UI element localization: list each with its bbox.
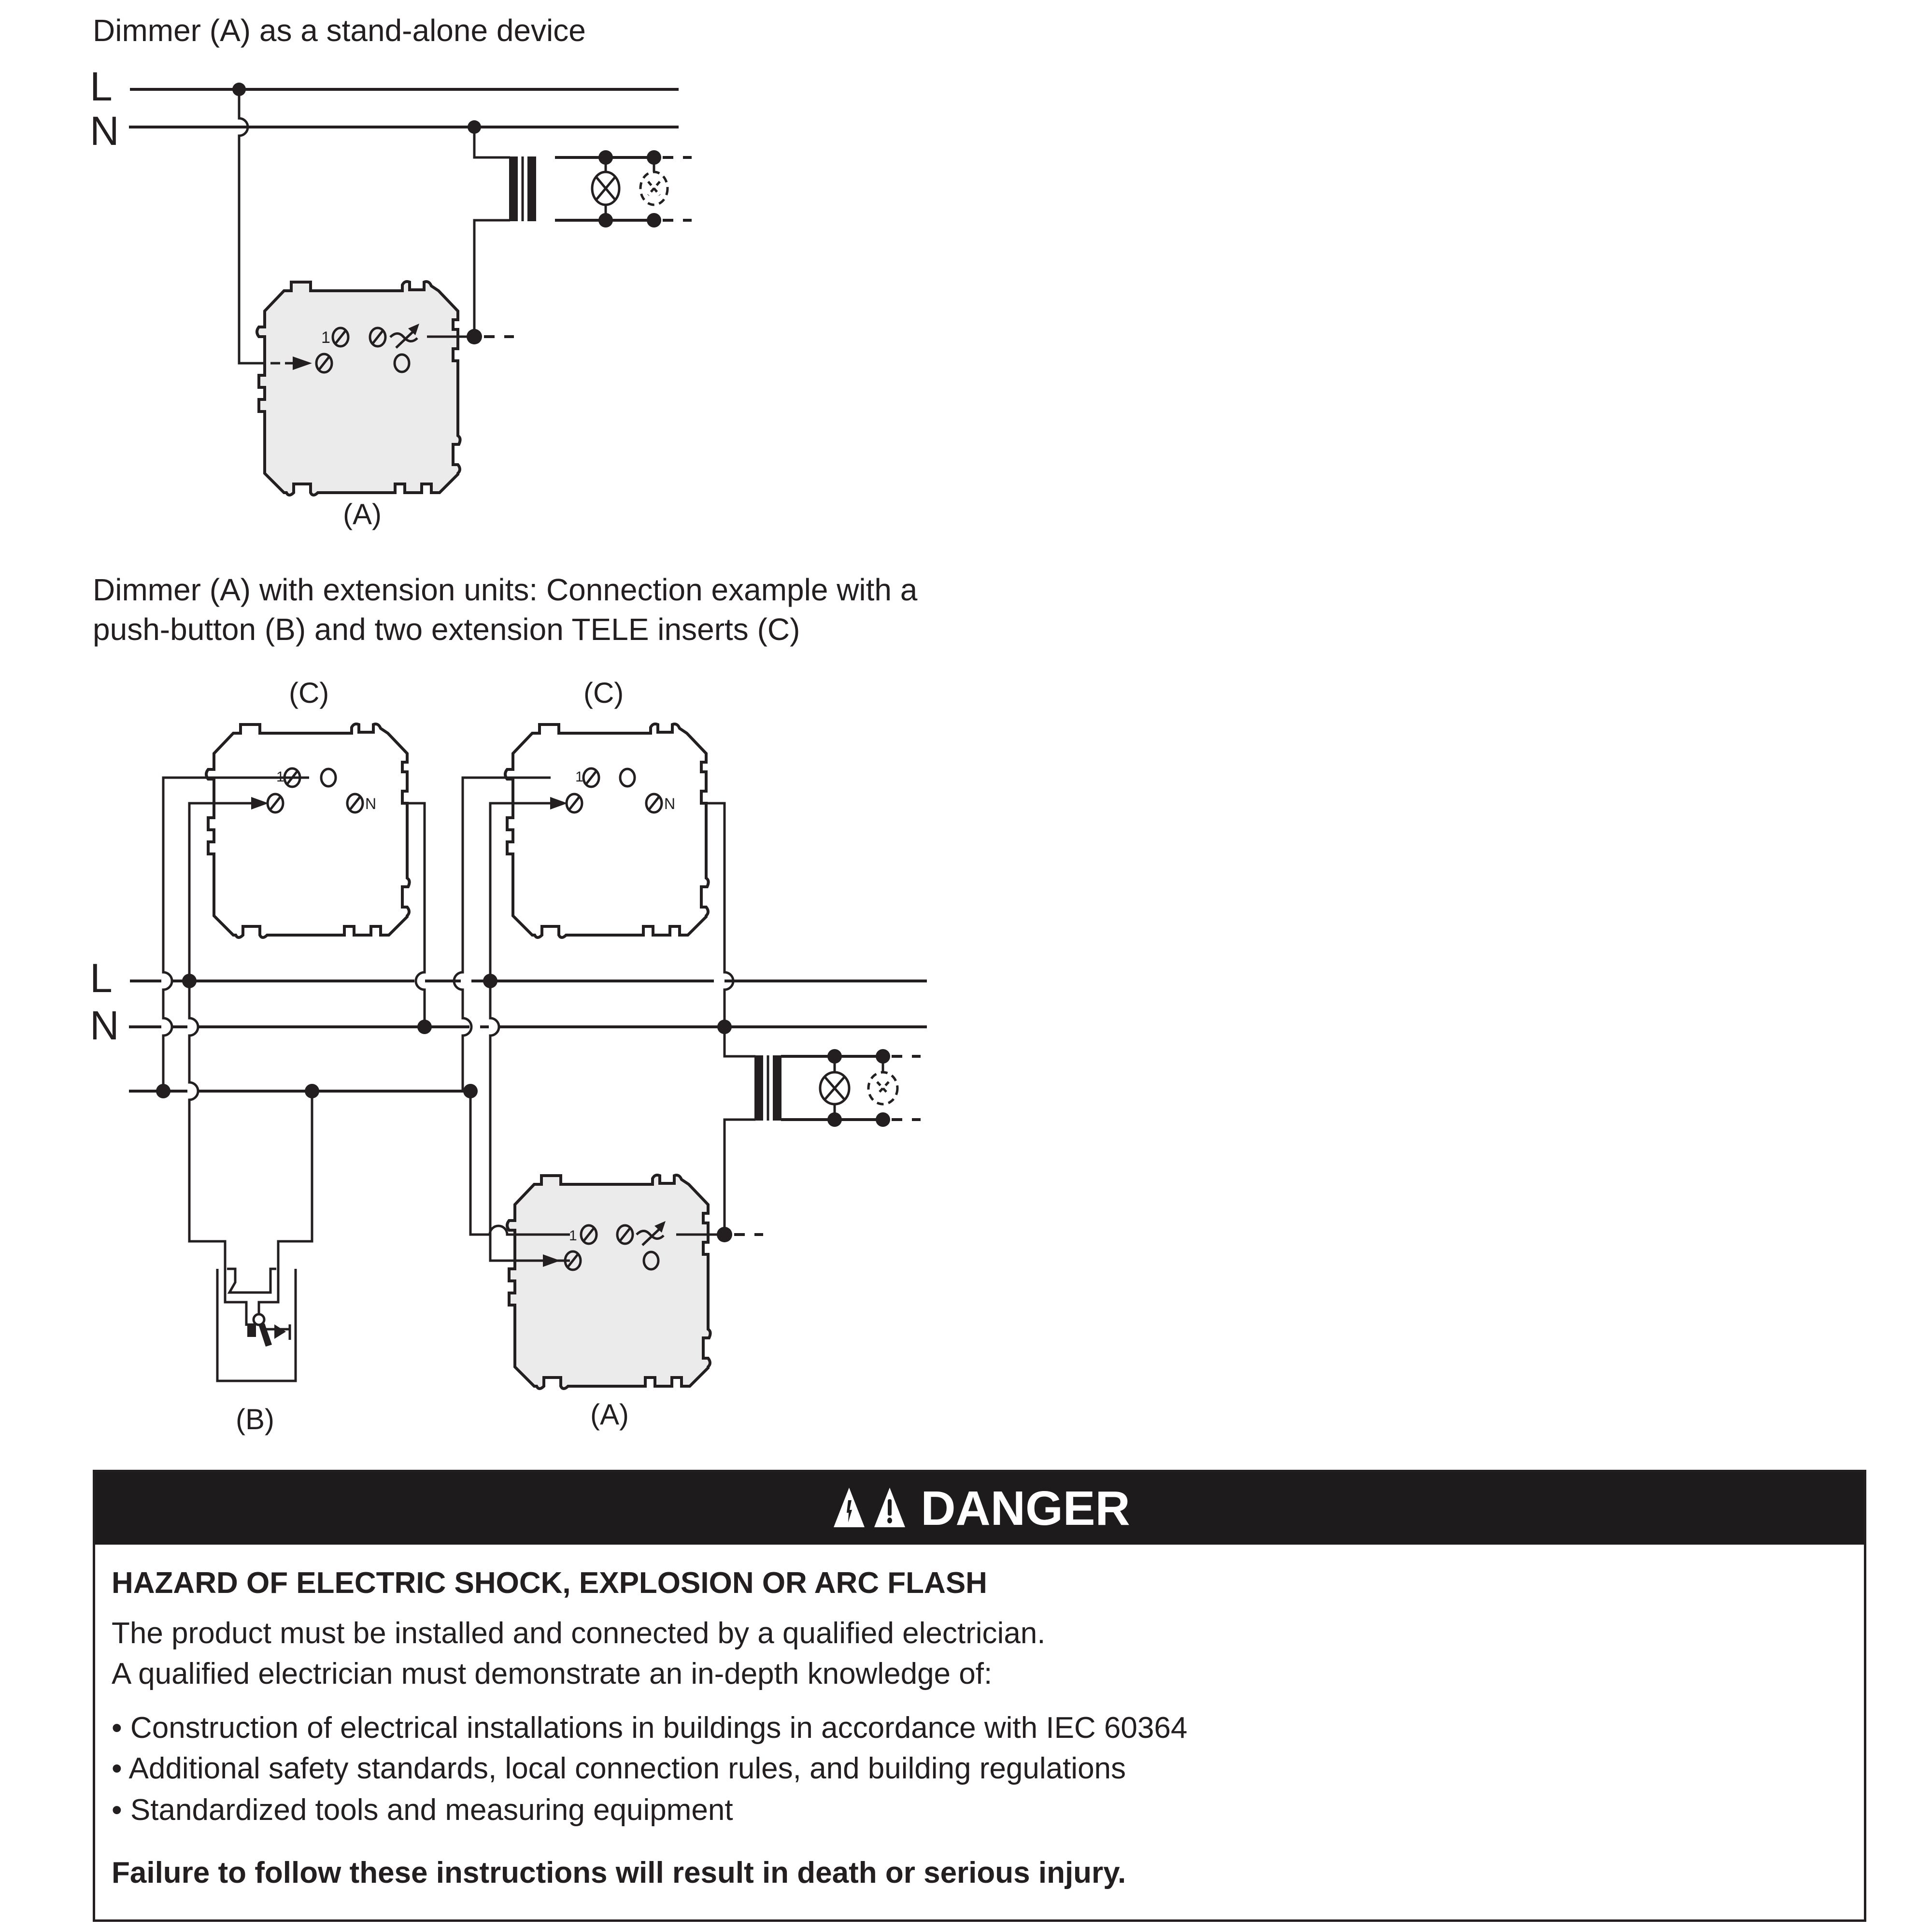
diagram2-insert-c-right [505,724,709,938]
hazard-heading: HAZARD OF ELECTRIC SHOCK, EXPLOSION OR A… [112,1566,987,1600]
bullet-item: • Additional safety standards, local con… [112,1752,1126,1785]
diagram2-insert-c-right-label: (C) [583,677,624,709]
diagram1-title: Dimmer (A) as a stand-alone device [93,13,586,48]
diagram1-label-l: L [90,64,113,109]
diagram2-lamp-icon [819,1049,851,1127]
diagram2-label-l: L [90,955,113,1001]
diagram2-optional-lamp-icon [867,1049,899,1127]
diagram2-c-right-terminal-1-label: 1 [575,769,583,785]
diagram1-device-a-label: (A) [343,498,382,530]
danger-header: DANGER [95,1472,1864,1545]
diagram1-optional-lamp-icon [639,150,669,227]
diagram1-terminal-1-label: 1 [321,328,330,347]
paragraph-line-2: A qualified electrician must demonstrate… [112,1657,993,1690]
consequence-statement: Failure to follow these instructions wil… [112,1856,1126,1889]
electric-shock-warning-icon [834,1488,865,1527]
diagram1-transformer-icon [509,156,536,221]
diagram2-insert-c-left-label: (C) [289,677,329,709]
bullet-item: • Standardized tools and measuring equip… [112,1793,733,1827]
diagram2-label-n: N [90,1003,119,1048]
bullet-item: • Construction of electrical installatio… [112,1711,1188,1745]
diagram2-title-line2: push-button (B) and two extension TELE i… [93,612,800,647]
diagram2-dimmer-a [507,1175,710,1389]
diagram2: 1 N 1 N 1 [129,724,927,1389]
diagram2-push-button-b [216,1084,319,1382]
diagram1: 1 [129,83,692,495]
danger-notice: DANGER HAZARD OF ELECTRIC SHOCK, EXPLOSI… [93,1470,1866,1922]
diagram2-dimmer-terminal-1-label: 1 [569,1228,577,1244]
general-warning-icon [874,1488,906,1527]
diagram2-dimmer-a-label: (A) [590,1398,629,1431]
diagram2-c-right-terminal-n-label: N [664,795,675,812]
diagram2-insert-c-left [206,724,410,938]
paragraph-line-1: The product must be installed and connec… [112,1617,1046,1650]
diagram1-dimmer-a [257,282,460,495]
diagram2-title-line1: Dimmer (A) with extension units: Connect… [93,572,918,607]
diagram2-push-button-b-label: (B) [236,1403,274,1435]
diagram2-transformer-icon [754,1055,781,1121]
diagram1-lamp-icon [591,150,621,227]
diagram2-c-left-terminal-1-label: 1 [276,769,284,785]
danger-title: DANGER [921,1481,1130,1535]
diagram2-c-left-terminal-n-label: N [365,795,376,812]
diagram1-label-n: N [90,108,119,154]
